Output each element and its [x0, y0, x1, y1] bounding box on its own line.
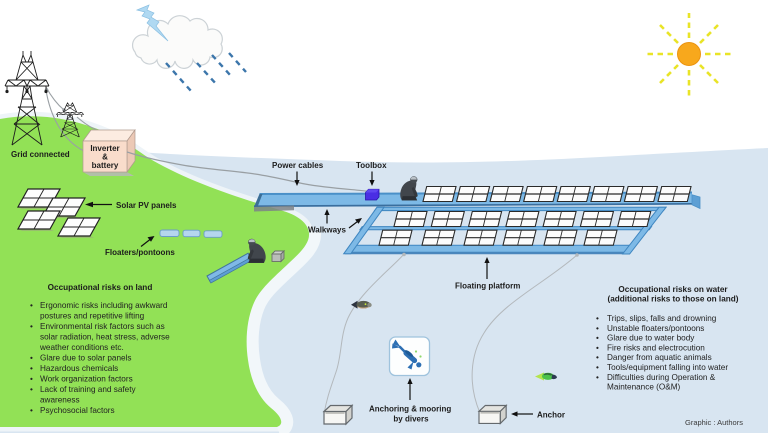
svg-text:Maintenance (O&M): Maintenance (O&M): [607, 383, 681, 392]
svg-text:awareness: awareness: [40, 396, 80, 405]
svg-text:•: •: [596, 373, 599, 382]
svg-text:&: &: [102, 153, 108, 162]
svg-text:•: •: [30, 375, 33, 384]
svg-text:Work organization factors: Work organization factors: [40, 375, 133, 384]
svg-text:•: •: [596, 314, 599, 323]
svg-text:•: •: [596, 334, 599, 343]
svg-text:Walkways: Walkways: [308, 226, 346, 235]
svg-text:Glare due to water body: Glare due to water body: [607, 334, 695, 343]
svg-text:Danger from aquatic animals: Danger from aquatic animals: [607, 353, 712, 362]
svg-text:Occupational risks on water: Occupational risks on water: [618, 285, 728, 294]
svg-text:Lack of training and safety: Lack of training and safety: [40, 385, 136, 394]
svg-text:Environmental risk factors suc: Environmental risk factors such as: [40, 322, 165, 331]
svg-text:•: •: [30, 364, 33, 373]
svg-text:by divers: by divers: [393, 415, 429, 424]
svg-text:Trips, slips, falls and drowni: Trips, slips, falls and drowning: [607, 314, 717, 323]
svg-text:•: •: [30, 406, 33, 415]
svg-text:•: •: [30, 322, 33, 331]
svg-text:•: •: [30, 385, 33, 394]
svg-text:Anchoring & mooring: Anchoring & mooring: [369, 405, 451, 414]
svg-text:•: •: [30, 301, 33, 310]
svg-text:Psychosocial factors: Psychosocial factors: [40, 406, 115, 415]
svg-text:weather conditions etc.: weather conditions etc.: [39, 343, 124, 352]
svg-text:•: •: [596, 353, 599, 362]
svg-text:(additional risks to those on: (additional risks to those on land): [607, 295, 738, 304]
svg-text:Graphic : Authors: Graphic : Authors: [685, 418, 743, 427]
svg-text:Grid connected: Grid connected: [11, 150, 70, 159]
svg-text:Solar PV panels: Solar PV panels: [116, 201, 177, 210]
svg-text:Ergonomic risks including awkw: Ergonomic risks including awkward: [40, 301, 168, 310]
svg-text:Glare due to solar panels: Glare due to solar panels: [40, 354, 131, 363]
svg-text:•: •: [30, 354, 33, 363]
svg-text:•: •: [596, 324, 599, 333]
svg-text:Anchor: Anchor: [537, 411, 565, 420]
svg-text:Toolbox: Toolbox: [356, 161, 387, 170]
svg-text:Tools/equipment falling into w: Tools/equipment falling into water: [607, 363, 728, 372]
svg-text:solar radiation, heat stress,: solar radiation, heat stress, adverse: [40, 333, 170, 342]
svg-text:Difficulties during Operation: Difficulties during Operation &: [607, 373, 716, 382]
svg-text:Occupational risks on land: Occupational risks on land: [48, 283, 153, 292]
svg-text:•: •: [596, 363, 599, 372]
svg-text:Floating platform: Floating platform: [455, 282, 520, 291]
svg-text:•: •: [596, 343, 599, 352]
svg-text:Inverter: Inverter: [90, 144, 119, 153]
svg-text:Hazardous chemicals: Hazardous chemicals: [40, 364, 118, 373]
svg-text:Power cables: Power cables: [272, 161, 324, 170]
svg-text:Fire risks and electrocution: Fire risks and electrocution: [607, 343, 705, 352]
svg-text:Unstable floaters/pontoons: Unstable floaters/pontoons: [607, 324, 704, 333]
svg-text:postures and repetitive liftin: postures and repetitive lifting: [40, 312, 145, 321]
svg-text:Floaters/pontoons: Floaters/pontoons: [105, 248, 175, 257]
svg-text:battery: battery: [92, 161, 119, 170]
